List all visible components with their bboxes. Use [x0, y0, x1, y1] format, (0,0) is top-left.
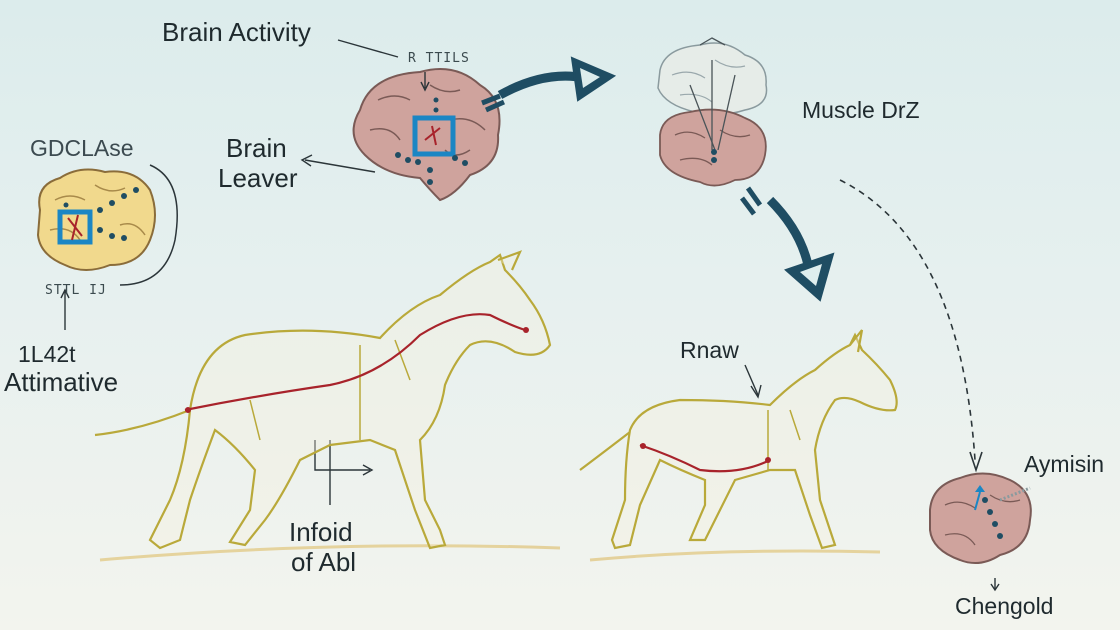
label-infoid: Infoid — [289, 517, 353, 547]
brain-left — [36, 168, 156, 271]
horse-small — [579, 329, 898, 550]
label-code-142t: 1L42t — [18, 341, 76, 367]
label-of-abl: of Abl — [291, 547, 357, 577]
arrow-right-down — [740, 186, 835, 302]
dashed-curve — [839, 179, 976, 461]
neuron-dots — [395, 97, 468, 185]
label-chengold: Chengold — [955, 593, 1054, 619]
nerve-line-small — [639, 443, 771, 473]
brain-bottom-right — [929, 472, 1032, 565]
arrow-top — [481, 56, 617, 113]
label-brain-leaver-line2: Leaver — [218, 163, 298, 193]
highlight-box — [412, 115, 456, 157]
brain-top-center — [352, 68, 501, 202]
bracket-curve — [119, 164, 178, 286]
pointer-lines — [60, 39, 1000, 592]
horse-large — [94, 250, 552, 550]
label-brain-leaver-line1: Brain — [226, 133, 287, 163]
brain-top-right — [657, 37, 768, 187]
label-muscle-drz: Muscle DrZ — [802, 97, 920, 123]
ground-lines — [99, 544, 881, 562]
label-brain-activity-script: R TTILS — [408, 51, 470, 66]
label-gdclase: GDCLAse — [30, 135, 134, 161]
label-left-script: STTL IJ — [45, 283, 107, 298]
label-aymisin: Aymisin — [1024, 451, 1105, 477]
label-attimative: Attimative — [4, 367, 119, 397]
label-brain-activity: Brain Activity — [162, 17, 311, 47]
label-rnaw: Rnaw — [680, 337, 739, 363]
nerve-line-large — [184, 313, 526, 412]
highlight-box-left — [57, 209, 93, 245]
